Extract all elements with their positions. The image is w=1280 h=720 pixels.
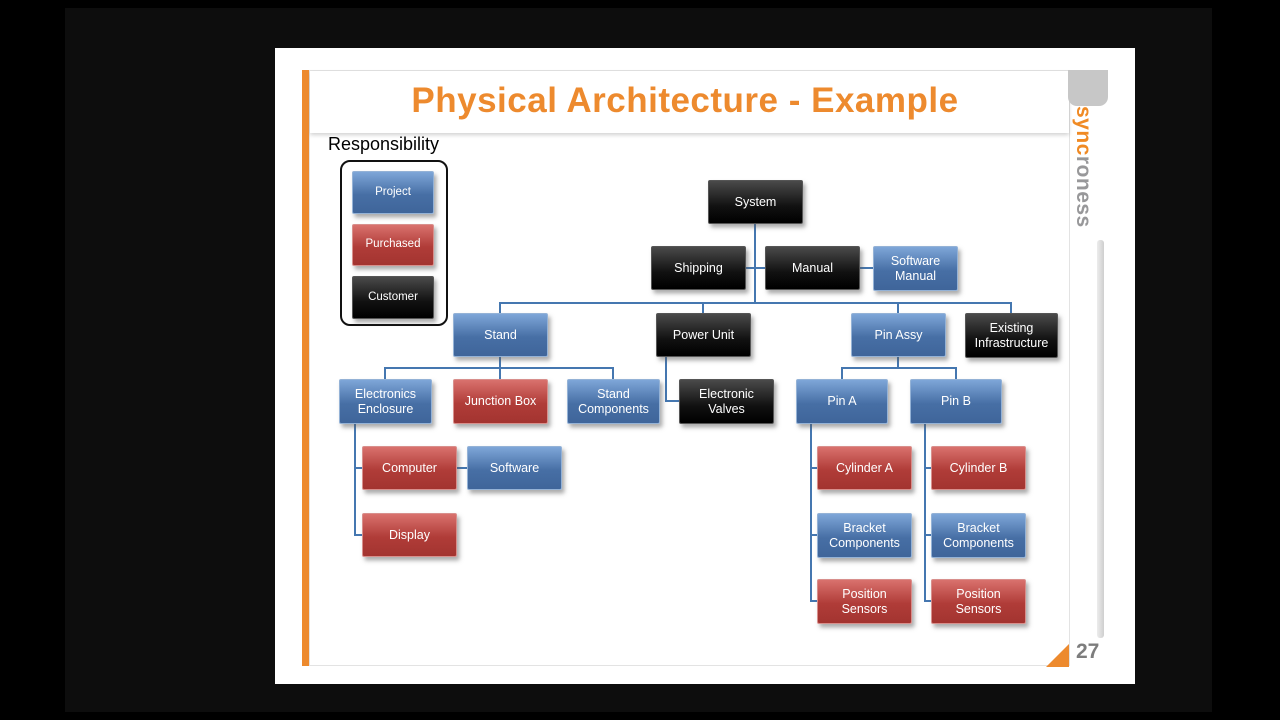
node-cylinder-b: Cylinder B [931, 446, 1026, 490]
node-manual: Manual [765, 246, 860, 290]
connector-line [499, 302, 501, 313]
node-stand-components: Stand Components [567, 379, 660, 424]
connector-line [955, 367, 957, 379]
node-power-unit: Power Unit [656, 313, 751, 357]
connector-line [499, 302, 1012, 304]
connector-line [924, 424, 926, 602]
connector-line [810, 424, 812, 602]
connector-line [924, 534, 931, 536]
node-junction-box: Junction Box [453, 379, 548, 424]
connector-line [897, 357, 899, 368]
connector-line [810, 600, 817, 602]
connector-line [924, 467, 931, 469]
node-pin-a: Pin A [796, 379, 888, 424]
syncroness-logo: syncroness [1071, 106, 1095, 276]
slide: Physical Architecture - Example Responsi… [275, 48, 1135, 684]
logo-sync: sync [1072, 106, 1095, 156]
slide-accent-bar [302, 70, 309, 666]
connector-line [810, 534, 817, 536]
side-tab [1068, 70, 1108, 106]
node-pin-assy: Pin Assy [851, 313, 946, 357]
corner-fold-triangle [1046, 644, 1069, 667]
connector-line [841, 367, 843, 379]
node-shipping: Shipping [651, 246, 746, 290]
node-electronic-valves: Electronic Valves [679, 379, 774, 424]
legend-item-customer: Customer [352, 276, 434, 319]
node-display: Display [362, 513, 457, 557]
connector-line [499, 357, 501, 368]
node-bracket-components-b: Bracket Components [931, 513, 1026, 558]
connector-line [1010, 302, 1012, 313]
connector-line [612, 367, 614, 379]
legend-title: Responsibility [328, 134, 440, 154]
connector-line [354, 534, 362, 536]
connector-line [810, 467, 817, 469]
connector-line [841, 367, 957, 369]
page-number: 27 [1076, 640, 1100, 663]
connector-line [665, 357, 667, 402]
connector-line [354, 467, 362, 469]
node-computer: Computer [362, 446, 457, 490]
connector-line [384, 367, 386, 379]
node-stand: Stand [453, 313, 548, 357]
slide-title: Physical Architecture - Example [411, 81, 959, 120]
connector-line [897, 302, 899, 313]
node-position-sensors-a: Position Sensors [817, 579, 912, 624]
responsibility-legend: Project Purchased Customer [340, 160, 448, 326]
connector-line [924, 600, 931, 602]
video-letterbox: Physical Architecture - Example Responsi… [65, 8, 1212, 712]
node-software-manual: Software Manual [873, 246, 958, 291]
node-electronics-enclosure: Electronics Enclosure [339, 379, 432, 424]
node-system: System [708, 180, 803, 224]
logo-roness: roness [1072, 155, 1095, 228]
connector-line [354, 424, 356, 536]
connector-line [499, 367, 501, 379]
legend-item-project: Project [352, 171, 434, 214]
node-cylinder-a: Cylinder A [817, 446, 912, 490]
node-software: Software [467, 446, 562, 490]
connector-line [457, 467, 467, 469]
side-strip [1097, 240, 1104, 638]
connector-line [702, 302, 704, 313]
node-pin-b: Pin B [910, 379, 1002, 424]
node-bracket-components-a: Bracket Components [817, 513, 912, 558]
connector-line [665, 400, 679, 402]
legend-item-purchased: Purchased [352, 224, 434, 266]
node-existing-infrastructure: Existing Infrastructure [965, 313, 1058, 358]
connector-line [754, 224, 756, 303]
title-band [310, 71, 1069, 133]
node-position-sensors-b: Position Sensors [931, 579, 1026, 624]
